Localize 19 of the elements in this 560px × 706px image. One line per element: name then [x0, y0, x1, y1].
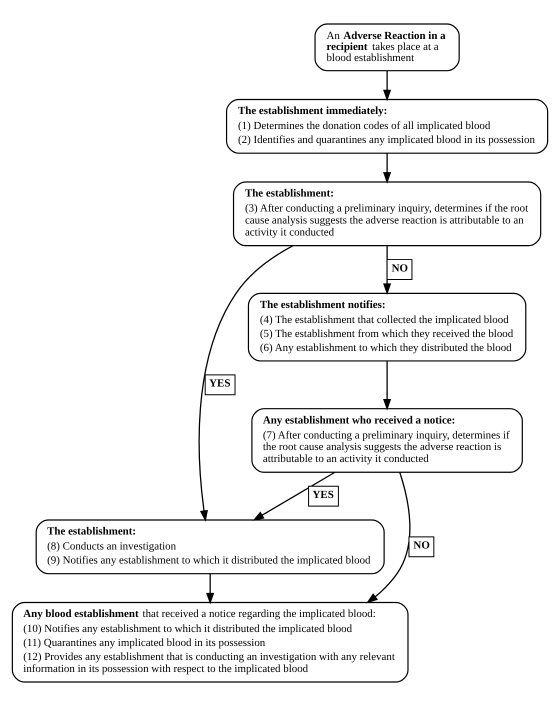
node-box: The establishment: (3) After conducting a preliminary inquiry, determines if the root cause analysis suggests the adverse reaction is attributable to an activity it conducted: [232, 181, 542, 246]
arrow: [366, 472, 410, 604]
edge-label: NO: [392, 262, 408, 274]
node-box: An Adverse Reaction in a recipient takes place at a blood establishment: [314, 23, 460, 72]
arrow: [383, 361, 392, 411]
node-box: Any establishment who received a notice: (7) After conducting a preliminary inquiry, determines if the root cause analysis suggests the adverse reaction is attributable to an activity it conducted: [251, 408, 523, 473]
arrow: [383, 246, 392, 295]
node-box: The establishment immediately: (1) Determines the donation codes of all implicated blood (2) Identifies and quarantines any implicated blood in its possession: [226, 98, 548, 154]
arrow: [198, 245, 294, 522]
edge-label: YES: [312, 488, 334, 501]
arrow: [383, 71, 392, 102]
edge-label: NO: [413, 540, 430, 552]
node-box: Any blood establishment that received a notice regarding the implicated blood: (10) Notifies any establishment to which it distributed the implicated blood (11) Quarantines any implicated blood in its possession (12) Provides any establishment that is conducting an investigation with any relevant information in its possession with respect to the implicated blood: [12, 602, 409, 683]
arrow: [252, 472, 335, 521]
node-box: The establishment notifies: (4) The establishment that collected the implicated blood (5) The establishment from which they received the blood (6) Any establishment to which they distributed the blood: [248, 292, 526, 362]
edge-label: YES: [209, 378, 230, 390]
node-box: The establishment: (8) Conducts an investigation (9) Notifies any establishment to which it distributed the implicated blood: [36, 519, 385, 574]
arrow: [383, 153, 392, 184]
arrow: [206, 574, 214, 604]
